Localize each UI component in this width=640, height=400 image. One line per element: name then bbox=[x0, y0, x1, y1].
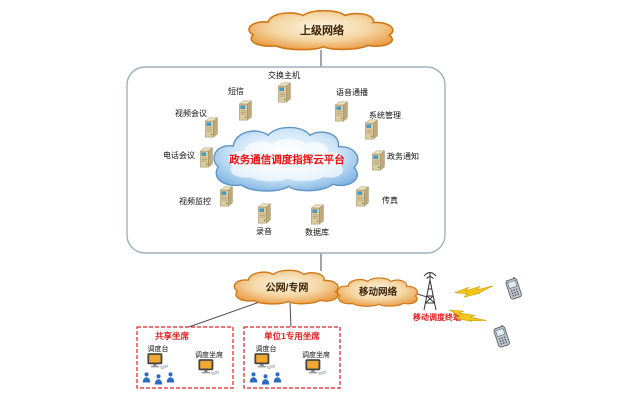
server-icon bbox=[257, 203, 271, 224]
node-label: 视频监控 bbox=[179, 196, 211, 206]
node-label: 语音通播 bbox=[336, 87, 368, 97]
seat-group-unit1: 单位1专用坐席 调度台 调度坐席 bbox=[243, 326, 341, 389]
public-network-cloud: 公网/专网 bbox=[233, 269, 339, 305]
node-video-monitor: 视频监控 bbox=[179, 186, 233, 207]
node-sms: 短信 bbox=[228, 86, 252, 121]
link-public-to-shared-seats bbox=[185, 298, 269, 329]
node-label: 传真 bbox=[382, 195, 398, 205]
phone-shape bbox=[492, 323, 511, 349]
node-label: 政务通知 bbox=[387, 151, 419, 161]
antenna-tower-icon bbox=[423, 272, 437, 311]
node-label: 交换主机 bbox=[268, 70, 300, 80]
node-database: 数据库 bbox=[305, 204, 329, 237]
node-label: 电话会议 bbox=[163, 150, 195, 160]
server-icon bbox=[364, 119, 378, 140]
node-label: 系统管理 bbox=[369, 110, 401, 120]
server-icon bbox=[238, 100, 252, 121]
console-label: 调度坐席 bbox=[195, 350, 223, 359]
node-switch-host: 交换主机 bbox=[268, 70, 300, 103]
node-label: 数据库 bbox=[305, 227, 329, 237]
server-icon bbox=[199, 147, 213, 168]
server-icon bbox=[334, 101, 348, 122]
seat-group-title: 共享坐席 bbox=[155, 331, 190, 341]
node-voice-broadcast: 语音通播 bbox=[334, 87, 368, 122]
link-public-to-unit-seats bbox=[289, 302, 292, 329]
server-icon bbox=[355, 186, 369, 207]
node-fax: 传真 bbox=[355, 186, 398, 207]
public-network-label: 公网/专网 bbox=[266, 281, 309, 294]
upper-network-cloud: 上级网络 bbox=[248, 10, 394, 51]
mobile-phone-icon bbox=[504, 275, 523, 301]
mobile-terminal-label: 移动调度终端 bbox=[413, 312, 461, 322]
server-icon bbox=[204, 117, 218, 138]
node-label: 短信 bbox=[228, 86, 244, 96]
server-icon bbox=[277, 82, 291, 103]
server-icon bbox=[219, 186, 233, 207]
seat-group-title: 单位1专用坐席 bbox=[264, 331, 320, 341]
node-label: 录音 bbox=[256, 226, 272, 236]
console-label: 调度台 bbox=[148, 344, 169, 353]
node-gov-notice: 政务通知 bbox=[371, 150, 419, 171]
seat-group-border bbox=[243, 326, 341, 389]
node-system-management: 系统管理 bbox=[364, 110, 401, 140]
server-icon bbox=[371, 150, 385, 171]
mobile-network-label: 移动网络 bbox=[359, 286, 398, 298]
mobile-network-cloud: 移动网络 bbox=[337, 277, 418, 307]
lightning-bolt-icon bbox=[454, 282, 494, 300]
platform-title: 政务通信调度指挥云平台 bbox=[229, 153, 345, 166]
node-recording: 录音 bbox=[256, 203, 272, 236]
upper-network-label: 上级网络 bbox=[300, 23, 344, 37]
server-icon bbox=[310, 204, 324, 225]
seat-group-shared: 共享坐席 调度台 调度坐席 bbox=[136, 326, 234, 389]
node-label: 视频会议 bbox=[175, 108, 207, 118]
node-phone-conference: 电话会议 bbox=[163, 147, 213, 168]
console-label: 调度台 bbox=[256, 344, 277, 353]
node-video-conference: 视频会议 bbox=[175, 108, 218, 138]
mobile-phone-icon bbox=[492, 323, 511, 349]
console-label: 调度坐席 bbox=[302, 350, 330, 359]
phone-shape bbox=[504, 275, 523, 301]
